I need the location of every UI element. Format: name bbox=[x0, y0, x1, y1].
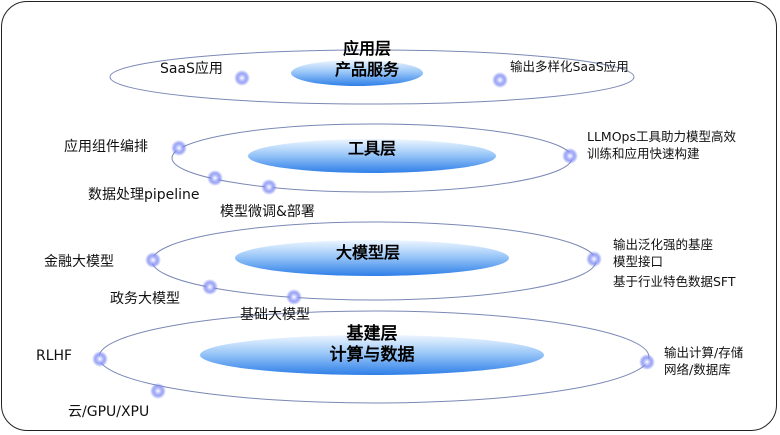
layer-title-models: 大模型层 bbox=[335, 243, 401, 262]
left-label: 金融大模型 bbox=[44, 254, 114, 270]
layer-title-tools: 工具层 bbox=[347, 139, 397, 158]
left-label: SaaS应用 bbox=[160, 61, 223, 77]
node-dot bbox=[202, 279, 218, 295]
node-dot bbox=[586, 251, 602, 267]
pill-tools bbox=[248, 139, 496, 173]
pill-models bbox=[235, 240, 509, 276]
node-dot bbox=[145, 252, 161, 268]
left-label: 应用组件编排 bbox=[64, 139, 148, 155]
pill-application bbox=[291, 60, 423, 86]
left-label: 数据处理pipeline bbox=[88, 187, 200, 203]
right-description: 输出多样化SaaS应用 bbox=[510, 59, 629, 74]
pill-infra bbox=[200, 335, 544, 375]
right-description: 输出计算/存储 网络/数据库 bbox=[664, 345, 744, 377]
node-dot bbox=[234, 70, 250, 86]
right-description: 输出泛化强的基座 模型接口 基于行业特色数据SFT bbox=[613, 237, 736, 289]
left-label: 政务大模型 bbox=[110, 291, 180, 307]
layer-title-application: 应用层 产品服务 bbox=[334, 39, 400, 79]
node-dot bbox=[639, 354, 655, 370]
right-description: LLMOps工具助力模型高效 训练和应用快速构建 bbox=[587, 129, 736, 161]
layer-rings bbox=[92, 49, 655, 404]
left-label: 云/GPU/XPU bbox=[68, 404, 150, 420]
layer-title-infra: 基建层 计算与数据 bbox=[329, 324, 415, 365]
node-dot bbox=[92, 351, 108, 367]
node-dot bbox=[492, 72, 508, 88]
left-label: 模型微调&部署 bbox=[220, 204, 315, 220]
node-dot bbox=[171, 140, 187, 156]
node-dot bbox=[207, 170, 223, 186]
left-label: 基础大模型 bbox=[240, 307, 310, 323]
ring-application bbox=[109, 49, 635, 105]
node-dot bbox=[562, 148, 578, 164]
node-dot bbox=[286, 289, 302, 305]
node-dot bbox=[150, 383, 166, 399]
left-label: RLHF bbox=[36, 348, 73, 364]
node-dot bbox=[261, 179, 277, 195]
